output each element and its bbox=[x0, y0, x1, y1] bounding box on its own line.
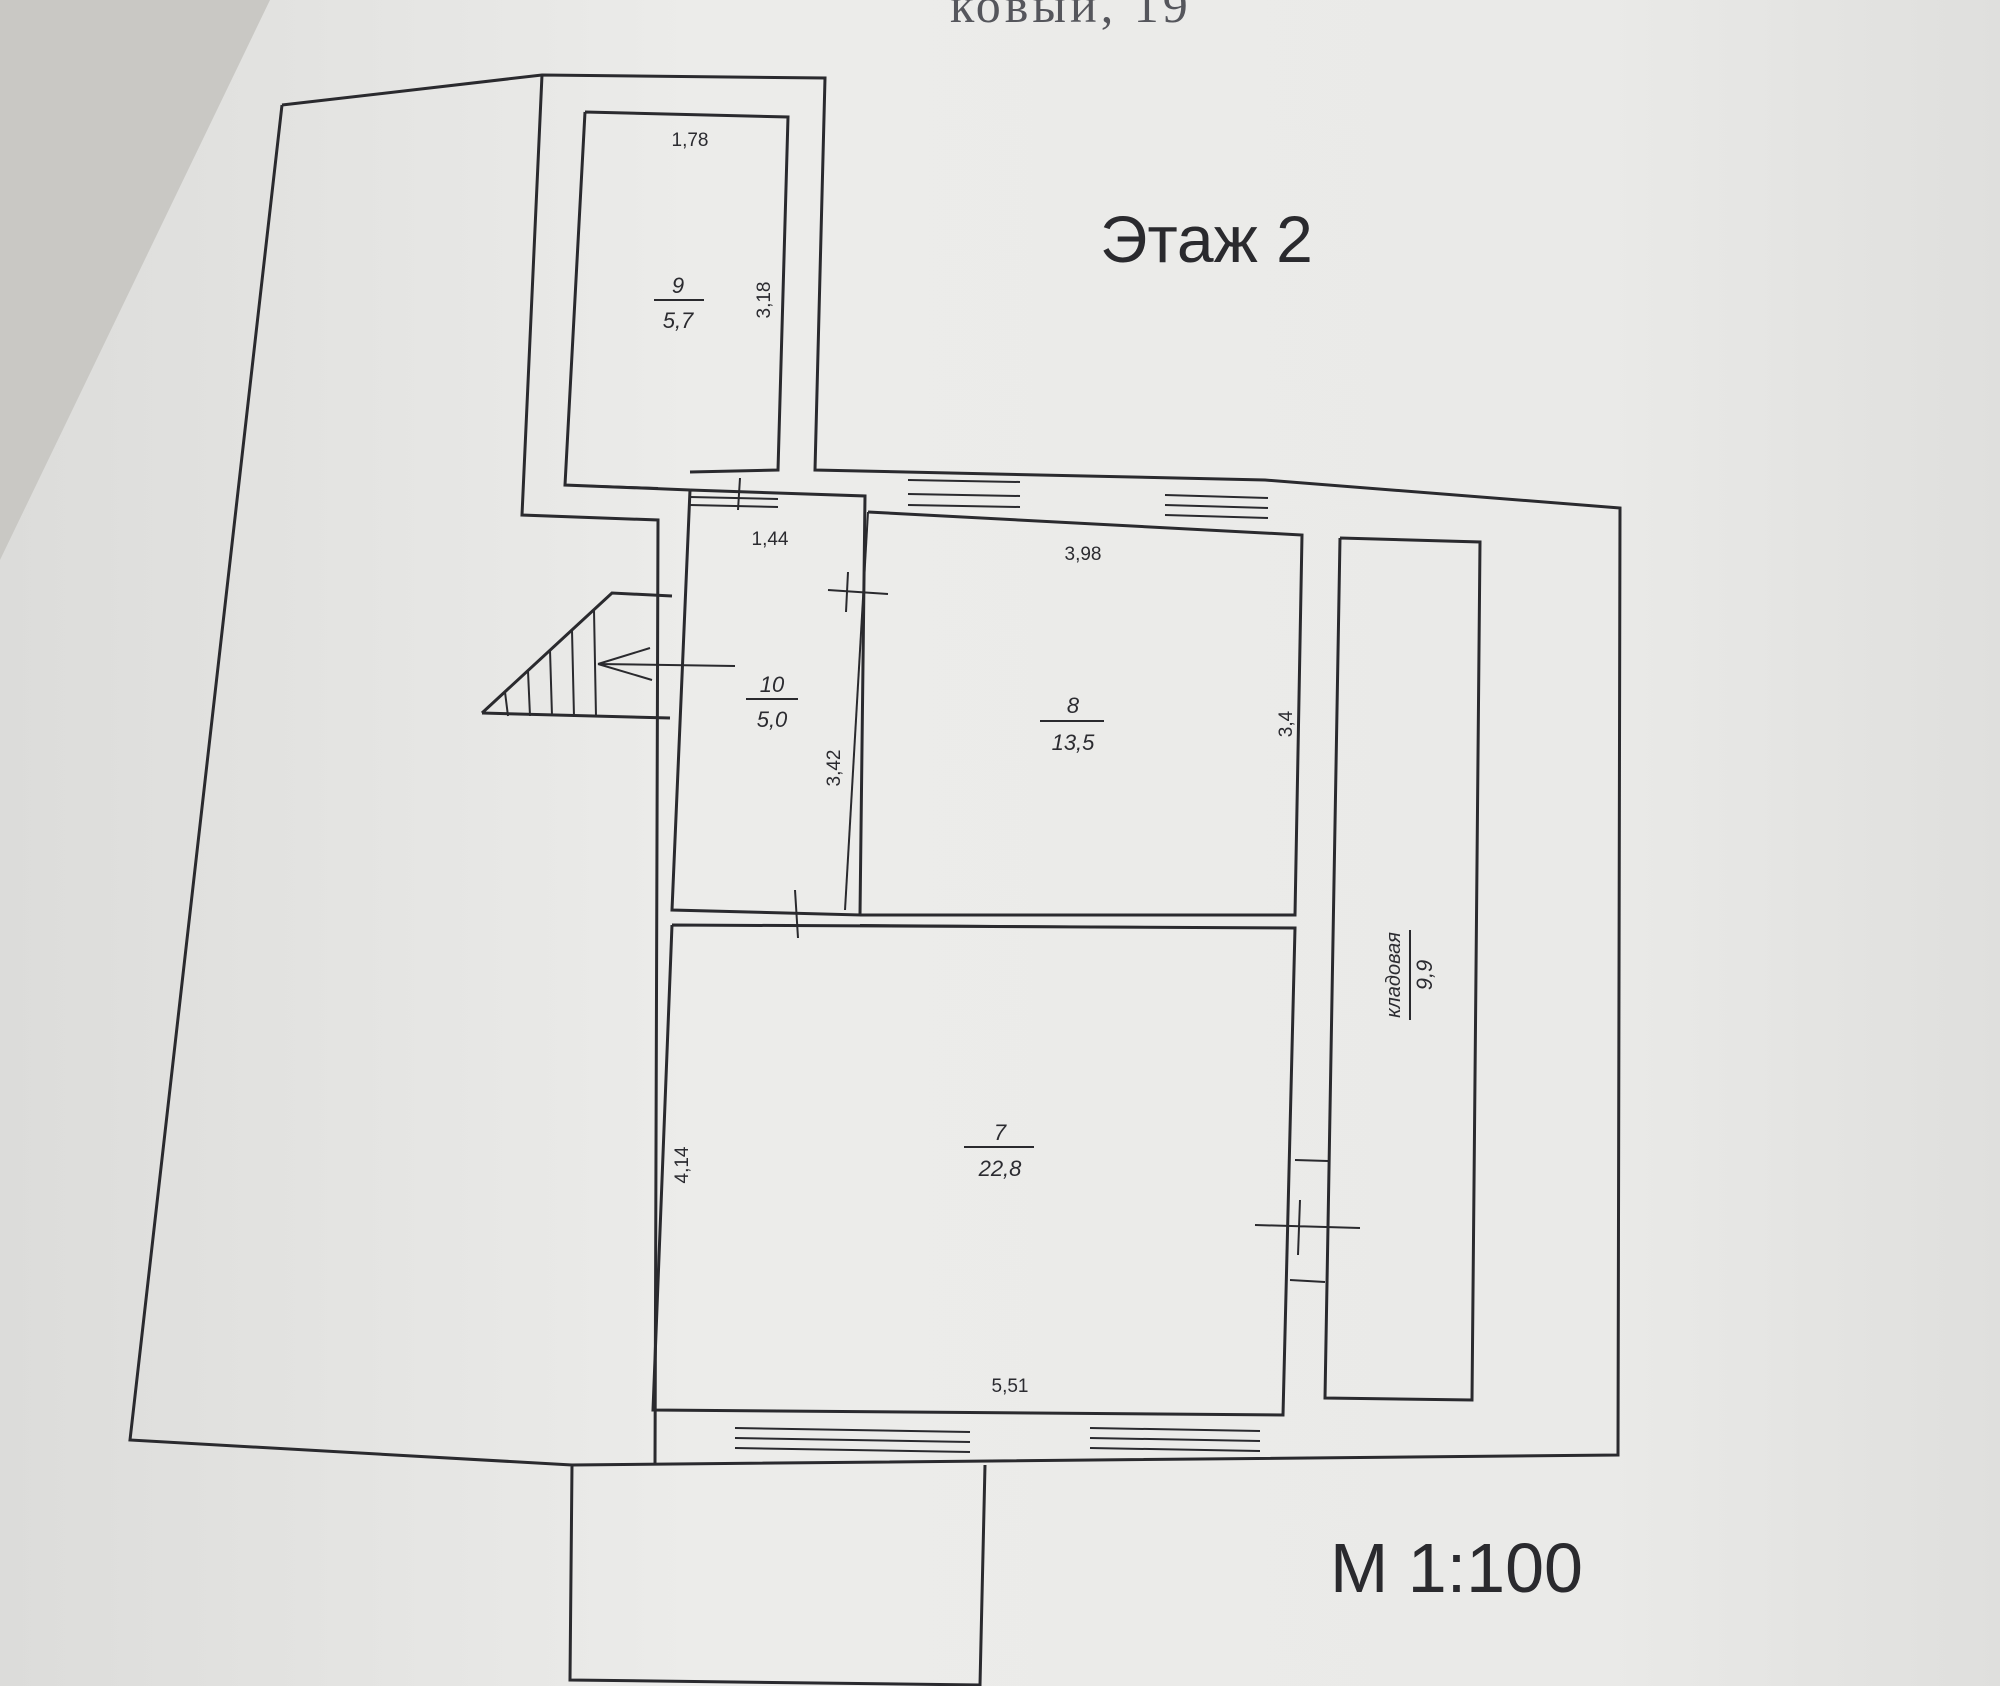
room-7-length-dim: 4,14 bbox=[672, 1146, 693, 1183]
room-7-number: 7 bbox=[994, 1120, 1007, 1145]
room-9-length-dim: 3,18 bbox=[754, 282, 775, 319]
room-8-length-dim: 3,4 bbox=[1276, 710, 1297, 737]
room-9-inner-wall bbox=[564, 484, 659, 489]
room-10-number: 10 bbox=[760, 672, 785, 697]
door-mark-1 bbox=[737, 477, 741, 511]
scale-label: М 1:100 bbox=[1330, 1529, 1583, 1607]
room-9-width-dim: 1,78 bbox=[672, 130, 709, 151]
room-8-width-dim: 3,98 bbox=[1065, 544, 1102, 565]
window-room-7-left bbox=[734, 1427, 971, 1453]
window-room-7-right bbox=[1089, 1427, 1261, 1452]
storage-label-group: кладовая 9,9 bbox=[1383, 930, 1437, 1020]
floor-title: Этаж 2 bbox=[1100, 202, 1313, 276]
address-fragment: ковый, 19 bbox=[950, 0, 1192, 33]
room-7-width-dim: 5,51 bbox=[992, 1376, 1029, 1397]
room-9-area: 5,7 bbox=[663, 308, 694, 333]
building-outline bbox=[128, 73, 1622, 1686]
room-10-width-dim: 1,44 bbox=[752, 529, 789, 550]
storage-walls bbox=[1323, 536, 1482, 1402]
window-room-8-left bbox=[907, 479, 1021, 508]
door-mark-3 bbox=[794, 889, 799, 939]
storage-label: кладовая bbox=[1383, 932, 1405, 1018]
room-8-area: 13,5 bbox=[1052, 730, 1096, 755]
room-8-number: 8 bbox=[1067, 693, 1080, 718]
room-8-walls bbox=[860, 510, 1304, 917]
door-mark-2 bbox=[827, 571, 889, 613]
left-wing-wall bbox=[520, 74, 660, 1466]
room-10-length-dim: 3,42 bbox=[824, 750, 845, 787]
door-mark-4 bbox=[1254, 1199, 1361, 1256]
room-10-partition bbox=[844, 511, 869, 911]
staircase bbox=[480, 591, 673, 720]
stair-arrow bbox=[597, 647, 736, 681]
room-7-walls bbox=[651, 923, 1297, 1417]
stair-steps bbox=[504, 609, 597, 718]
room-9-number: 9 bbox=[672, 273, 684, 298]
window-room-10 bbox=[689, 496, 779, 508]
storage-opening bbox=[1289, 1159, 1329, 1283]
storage-area: 9,9 bbox=[1412, 960, 1437, 991]
room-10-area: 5,0 bbox=[757, 707, 788, 732]
window-room-8-right bbox=[1164, 494, 1269, 519]
room-7-area: 22,8 bbox=[978, 1156, 1023, 1181]
